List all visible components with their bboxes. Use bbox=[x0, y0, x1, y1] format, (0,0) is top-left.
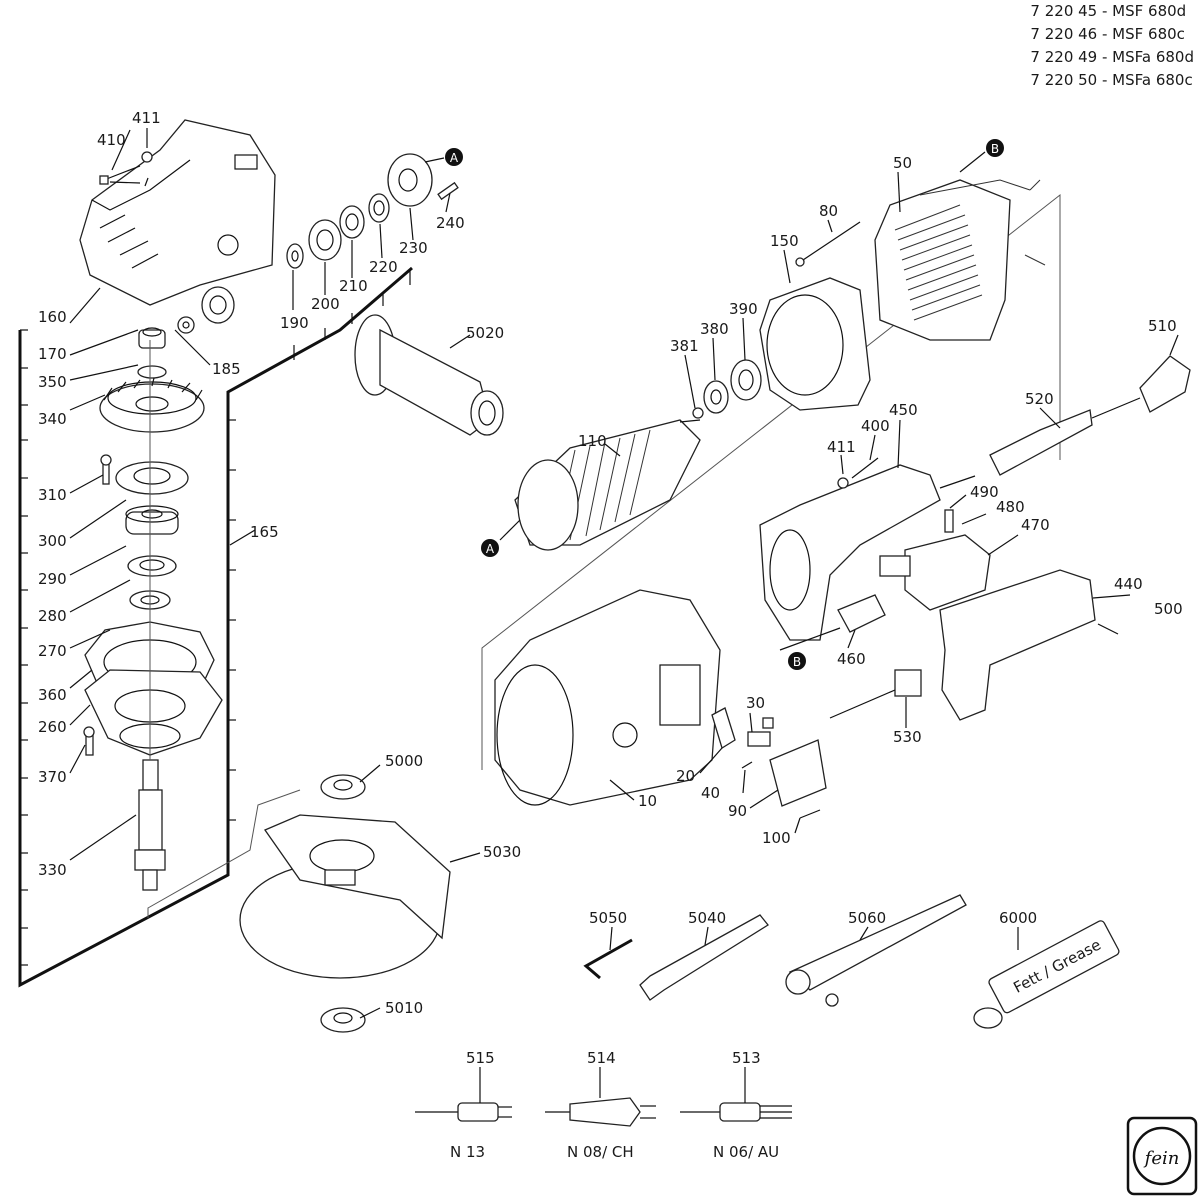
part-label: 220 bbox=[369, 258, 398, 276]
part-label: 410 bbox=[97, 131, 126, 149]
part-label: 514 bbox=[587, 1049, 616, 1067]
svg-text:A: A bbox=[450, 151, 459, 165]
part-label: 80 bbox=[819, 202, 838, 220]
part-label: 513 bbox=[732, 1049, 761, 1067]
plug-label-n08: N 08/ CH bbox=[567, 1143, 634, 1161]
svg-text:fein: fein bbox=[1143, 1148, 1180, 1169]
part-label: 210 bbox=[339, 277, 368, 295]
plug-label-n06: N 06/ AU bbox=[713, 1143, 779, 1161]
part-label: 490 bbox=[970, 483, 999, 501]
part-label: 20 bbox=[676, 767, 695, 785]
part-label: 110 bbox=[578, 432, 607, 450]
svg-text:B: B bbox=[991, 142, 999, 156]
switch-470 bbox=[879, 534, 991, 611]
part-label: 480 bbox=[996, 498, 1025, 516]
part-label: 350 bbox=[38, 373, 67, 391]
part-label: 515 bbox=[466, 1049, 495, 1067]
part-label: 290 bbox=[38, 570, 67, 588]
part-label: 381 bbox=[670, 337, 699, 355]
part-label: 5000 bbox=[385, 752, 423, 770]
tools: Fett / Grease bbox=[583, 894, 1120, 1029]
field-coil-50 bbox=[874, 179, 1046, 341]
armature-110 bbox=[499, 419, 701, 551]
part-label: 260 bbox=[38, 718, 67, 736]
part-label: 270 bbox=[38, 642, 67, 660]
part-label: 5050 bbox=[589, 909, 627, 927]
part-label: 300 bbox=[38, 532, 67, 550]
part-label: 150 bbox=[770, 232, 799, 250]
plug-label-n13: N 13 bbox=[450, 1143, 485, 1161]
part-label: 5020 bbox=[466, 324, 504, 342]
part-label: 100 bbox=[762, 829, 791, 847]
plugs bbox=[415, 1097, 792, 1127]
marker-a-armature: A bbox=[481, 539, 499, 557]
spindle-stack bbox=[83, 327, 223, 891]
part-label: 340 bbox=[38, 410, 67, 428]
part-label: 185 bbox=[212, 360, 241, 378]
svg-text:B: B bbox=[793, 655, 801, 669]
model-line: 7 220 49 - MSFa 680d bbox=[1030, 48, 1194, 66]
part-label: 411 bbox=[827, 438, 856, 456]
part-label: 240 bbox=[436, 214, 465, 232]
side-handle-5020 bbox=[354, 314, 504, 436]
part-label: 440 bbox=[1114, 575, 1143, 593]
baffle-150 bbox=[759, 277, 871, 411]
part-labels: 160 170 350 340 310 300 290 280 270 360 … bbox=[38, 109, 1183, 1161]
handle-cover-440 bbox=[939, 569, 1096, 721]
part-label: 280 bbox=[38, 607, 67, 625]
part-label: 370 bbox=[38, 768, 67, 786]
bracket-lines bbox=[18, 193, 1061, 988]
part-label: 500 bbox=[1154, 600, 1183, 618]
part-label: 50 bbox=[893, 154, 912, 172]
part-label: 5040 bbox=[688, 909, 726, 927]
part-label: 5030 bbox=[483, 843, 521, 861]
part-label: 520 bbox=[1025, 390, 1054, 408]
part-label: 450 bbox=[889, 401, 918, 419]
wheel-guard-5030 bbox=[239, 814, 451, 979]
model-line: 7 220 46 - MSF 680c bbox=[1030, 25, 1185, 43]
part-label: 170 bbox=[38, 345, 67, 363]
pinion-parts bbox=[99, 151, 235, 334]
part-label: 90 bbox=[728, 802, 747, 820]
flanges bbox=[320, 774, 366, 1033]
part-label: 411 bbox=[132, 109, 161, 127]
part-label: 470 bbox=[1021, 516, 1050, 534]
model-line: 7 220 45 - MSF 680d bbox=[1030, 2, 1187, 20]
part-label: 310 bbox=[38, 486, 67, 504]
part-label: 230 bbox=[399, 239, 428, 257]
part-label: 6000 bbox=[999, 909, 1037, 927]
marker-b-capacitor: B bbox=[788, 652, 806, 670]
part-label: 40 bbox=[701, 784, 720, 802]
part-label: 200 bbox=[311, 295, 340, 313]
part-label: 30 bbox=[746, 694, 765, 712]
part-label: 160 bbox=[38, 308, 67, 326]
part-label: 390 bbox=[729, 300, 758, 318]
part-label: 510 bbox=[1148, 317, 1177, 335]
svg-text:A: A bbox=[486, 542, 495, 556]
part-label: 190 bbox=[280, 314, 309, 332]
part-label: 5060 bbox=[848, 909, 886, 927]
model-list: 7 220 45 - MSF 680d 7 220 46 - MSF 680c … bbox=[1030, 0, 1194, 92]
part-label: 5010 bbox=[385, 999, 423, 1017]
part-label: 165 bbox=[250, 523, 279, 541]
part-label: 380 bbox=[700, 320, 729, 338]
part-label: 460 bbox=[837, 650, 866, 668]
fein-logo: fein bbox=[1126, 1116, 1198, 1196]
part-label: 10 bbox=[638, 792, 657, 810]
part-label: 360 bbox=[38, 686, 67, 704]
part-label: 530 bbox=[893, 728, 922, 746]
part-label: 330 bbox=[38, 861, 67, 879]
bearing-parts bbox=[286, 153, 459, 269]
marker-b-coil: B bbox=[986, 139, 1004, 157]
part-label: 400 bbox=[861, 417, 890, 435]
handle-frame-450 bbox=[759, 464, 941, 641]
marker-a-top: A bbox=[445, 148, 463, 166]
model-line: 7 220 50 - MSFa 680c bbox=[1030, 71, 1193, 89]
leader-lines bbox=[69, 128, 1179, 1103]
